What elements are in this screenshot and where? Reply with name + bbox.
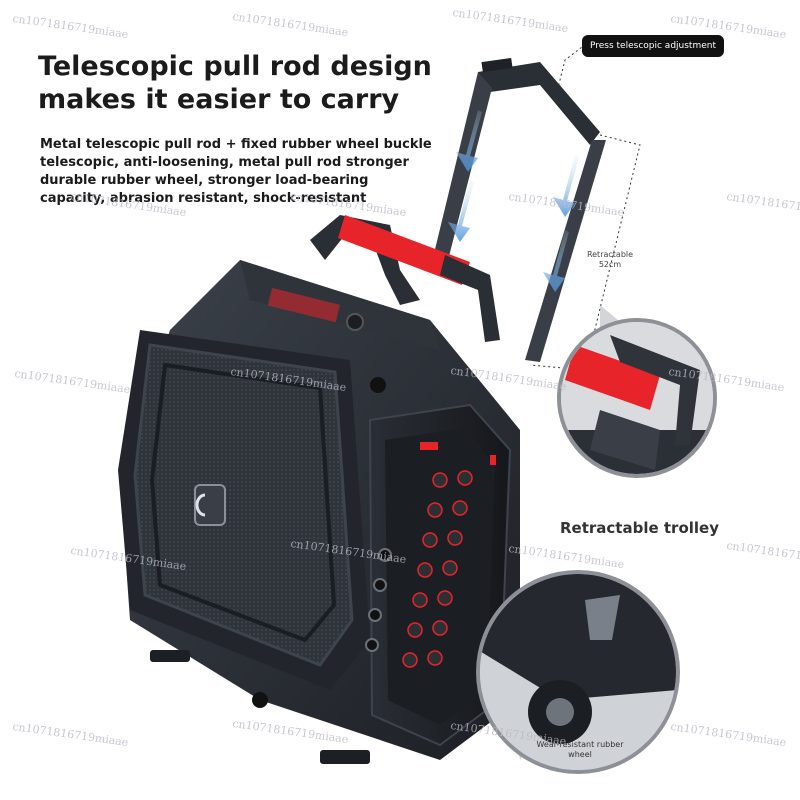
retractable-label: Retractable [586,250,634,259]
measure-lines [529,46,641,371]
headline-line-1: Telescopic pull rod design [38,51,432,82]
description-line-1: Metal telescopic pull rod + fixed rubber… [40,137,432,152]
wheel-callout: Wear-resistant rubber wheel [525,740,635,760]
wheel-label-line-2: wheel [568,750,592,759]
description-line-4: capacity, abrasion resistant, shock-resi… [40,191,367,206]
speaker-body [118,260,520,764]
retractable-callout: Retractable 52cm [580,250,640,270]
feature-description: Metal telescopic pull rod + fixed rubber… [40,136,490,208]
wheel-label-line-1: Wear-resistant rubber [536,740,624,749]
description-line-3: durable rubber wheel, stronger load-bear… [40,173,369,188]
trolley-label: Retractable trolley [560,519,719,537]
description-line-2: telescopic, anti-loosening, metal pull r… [40,155,409,170]
retract-arrows [448,110,579,292]
zoom-circle-wheel [476,570,680,774]
adjustment-callout: Press telescopic adjustment [582,35,724,57]
headline: Telescopic pull rod design makes it easi… [38,50,432,116]
headline-line-2: makes it easier to carry [38,84,400,115]
length-label: 52cm [598,260,622,269]
carry-handle [310,215,500,342]
zoom-circle-trolley [557,305,717,478]
